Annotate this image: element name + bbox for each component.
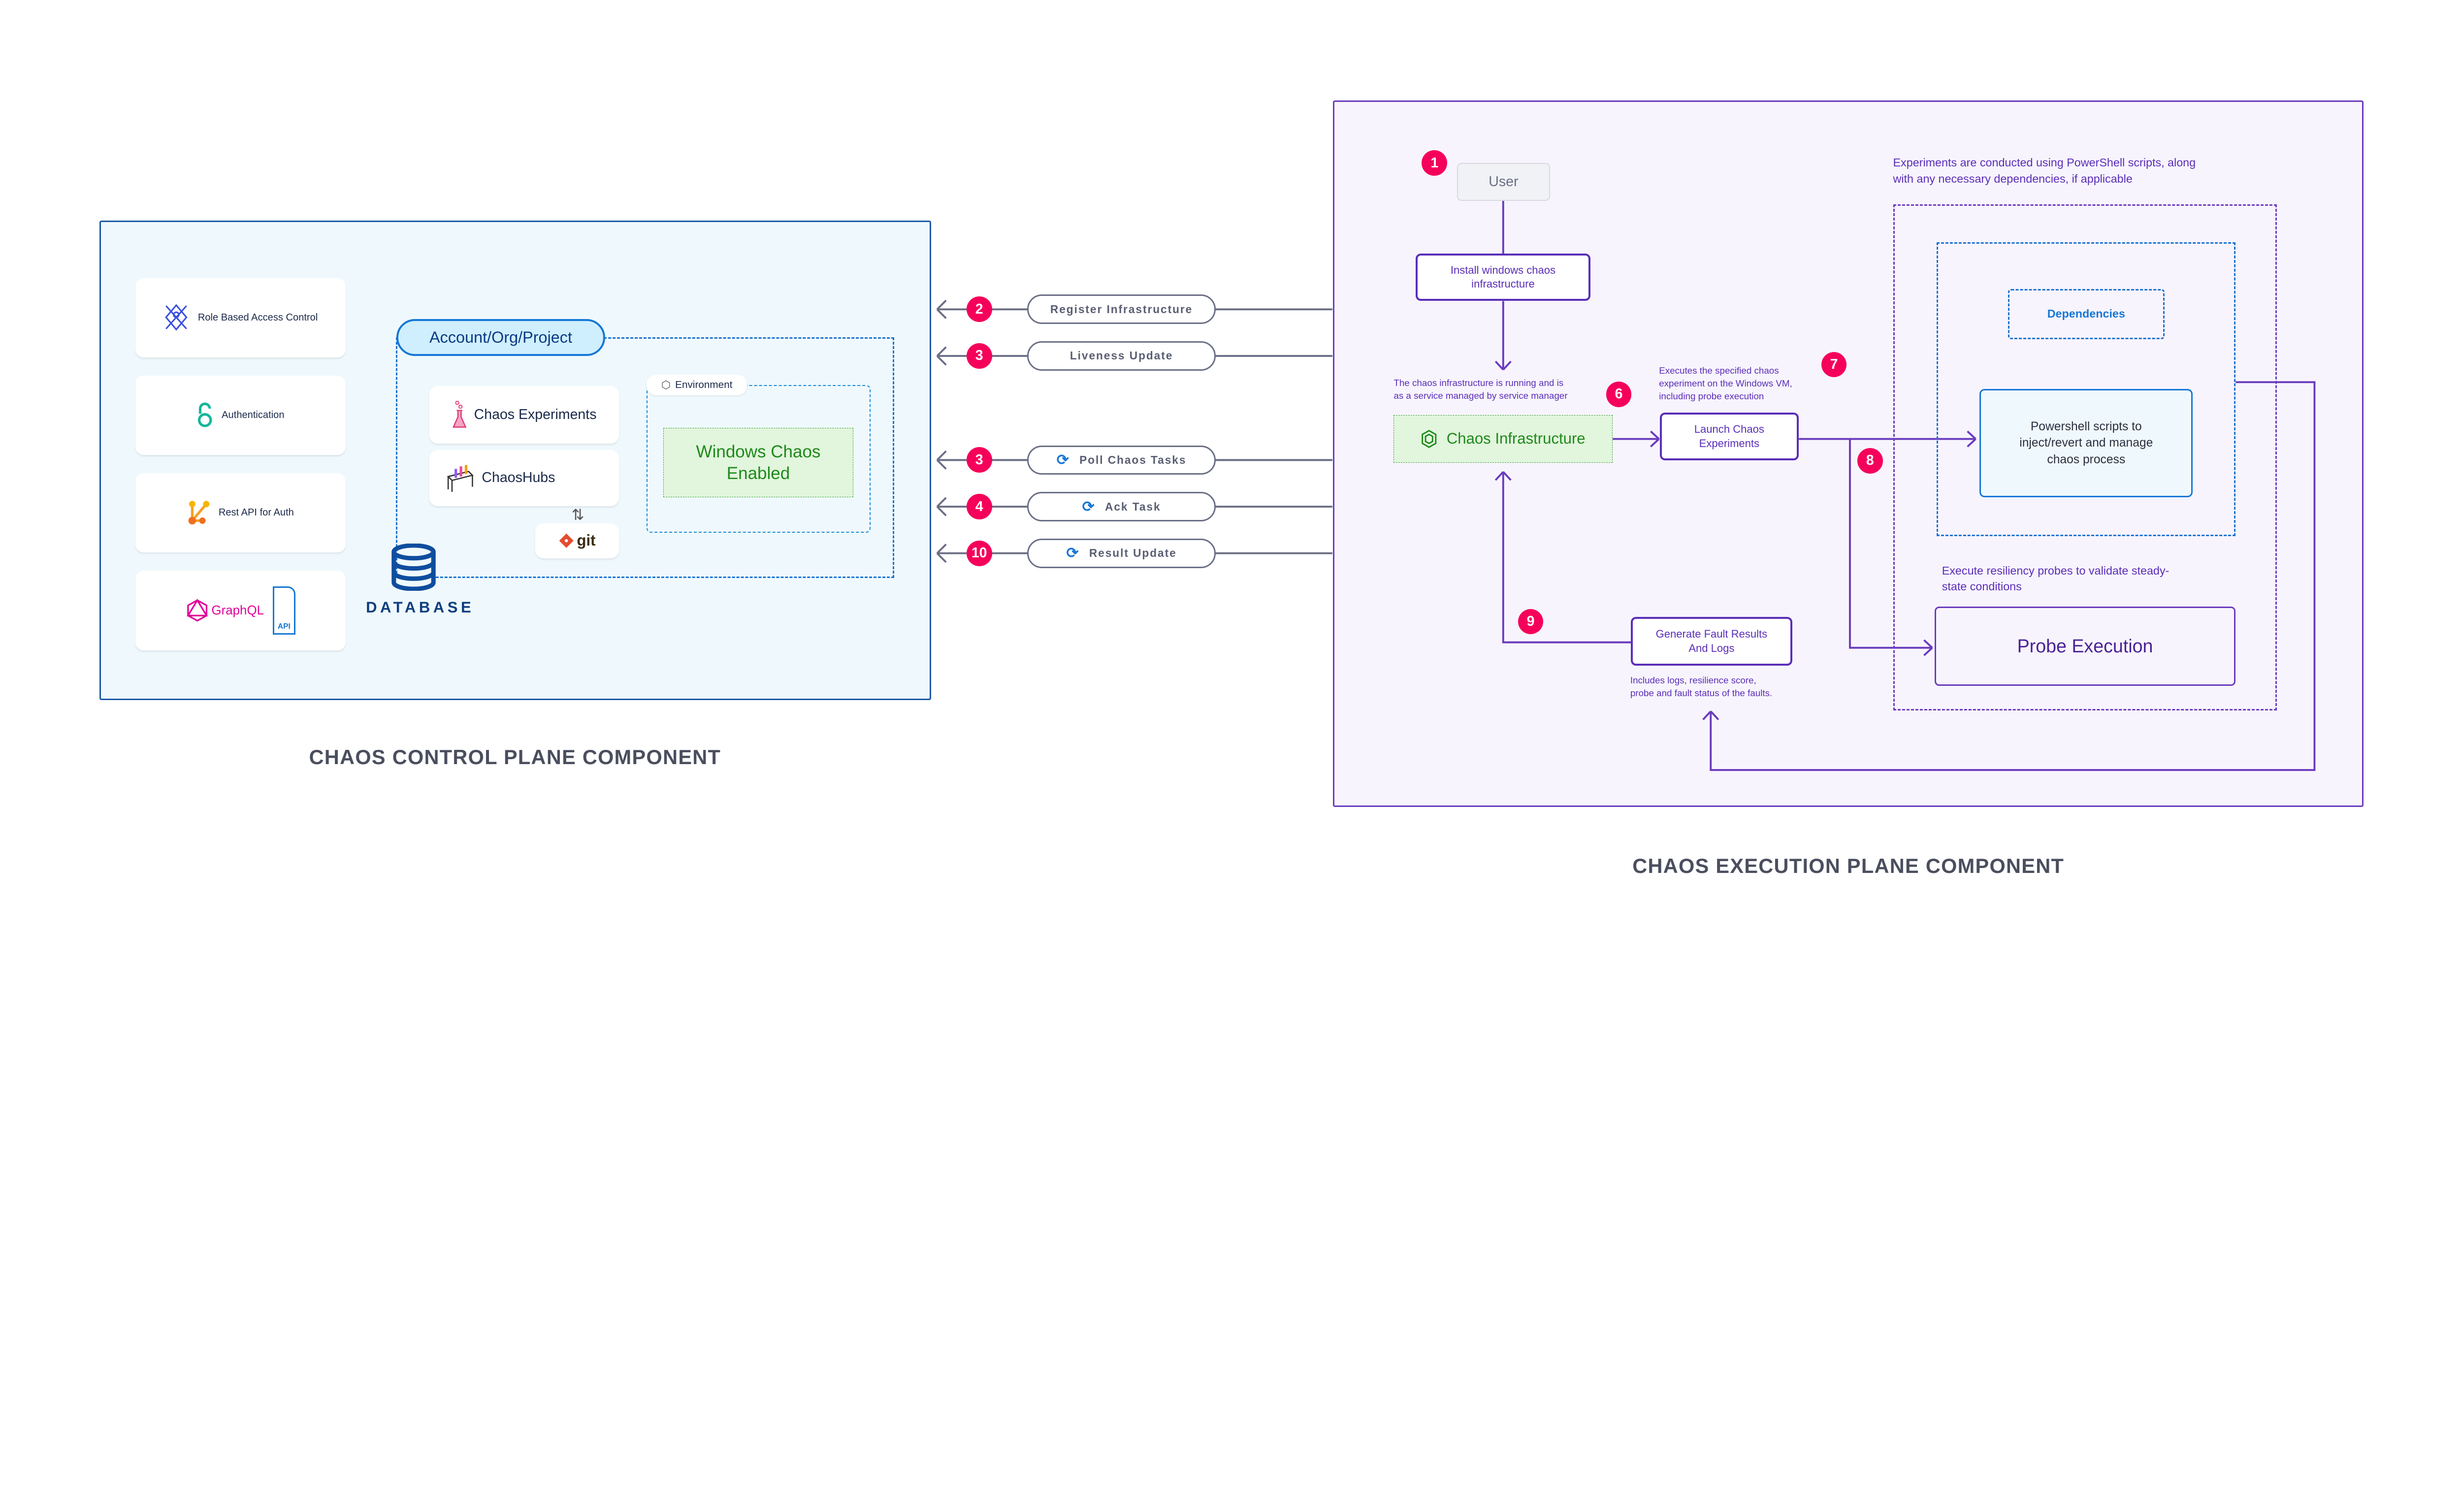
git-label: git xyxy=(577,532,596,549)
chaos-experiments-card: Chaos Experiments xyxy=(429,386,619,444)
note-line: Includes logs, resilience score, xyxy=(1630,675,1756,686)
note-line: as a service managed by service manager xyxy=(1393,390,1568,401)
hexagon-icon xyxy=(1422,429,1437,448)
launch-experiments-box: Launch Chaos Experiments xyxy=(1659,413,1799,461)
open-lock-icon xyxy=(197,403,212,427)
card-label: Rest API for Auth xyxy=(218,507,294,518)
chaoshubs-card: ChaosHubs xyxy=(429,450,619,506)
note-line: state conditions xyxy=(1942,579,2022,593)
card-authentication: Authentication xyxy=(135,375,346,455)
windows-chaos-enabled: Windows Chaos Enabled xyxy=(663,427,853,498)
chaoshubs-label: ChaosHubs xyxy=(482,470,555,486)
step-badge: 2 xyxy=(966,296,992,322)
install-infrastructure-box: Install windows chaos infrastructure xyxy=(1416,254,1590,301)
generate-note: Includes logs, resilience score, probe a… xyxy=(1630,674,1772,700)
graphql-icon xyxy=(186,599,208,622)
message-label: Poll Chaos Tasks xyxy=(1079,453,1187,466)
card-label: Authentication xyxy=(222,409,285,420)
message-ack-task: ⟳ Ack Task xyxy=(1027,492,1216,521)
database-icon xyxy=(391,543,436,591)
environment-icon: ⬡ xyxy=(661,379,671,391)
chaoshub-icon xyxy=(447,465,474,492)
execution-flow-lines xyxy=(1494,200,2316,771)
probe-execution-box: Probe Execution xyxy=(1934,607,2236,686)
note-line: with any necessary dependencies, if appl… xyxy=(1893,172,2133,185)
infra-note: The chaos infrastructure is running and … xyxy=(1393,377,1567,402)
message-register-infrastructure: Register Infrastructure xyxy=(1027,294,1216,324)
environment-tag: ⬡ Environment xyxy=(647,375,747,396)
step-badge: 1 xyxy=(1422,150,1448,176)
message-label: Ack Task xyxy=(1105,500,1161,513)
dependencies-box: Dependencies xyxy=(2008,289,2165,339)
sync-icon: ⟳ xyxy=(1082,498,1096,515)
card-label: Role Based Access Control xyxy=(197,312,318,323)
message-label: Liveness Update xyxy=(1069,349,1173,362)
message-result-update: ⟳ Result Update xyxy=(1027,538,1216,568)
chaos-infrastructure-box: Chaos Infrastructure xyxy=(1393,415,1613,463)
step-badge: 6 xyxy=(1606,381,1632,407)
message-lines xyxy=(936,299,1332,563)
git-card: git xyxy=(535,523,619,559)
experiments-note: Experiments are conducted using PowerShe… xyxy=(1893,155,2196,187)
note-line: including probe execution xyxy=(1659,390,1764,401)
card-graphql: GraphQL API xyxy=(135,571,346,650)
scope-pill: Account/Org/Project xyxy=(396,319,605,356)
api-doc-icon: API xyxy=(273,586,295,635)
note-line: The chaos infrastructure is running and … xyxy=(1393,378,1564,388)
flask-icon xyxy=(453,401,467,428)
step-badge: 7 xyxy=(1821,352,1847,378)
user-box: User xyxy=(1457,163,1551,201)
card-label: GraphQL xyxy=(211,603,264,617)
chaos-experiments-label: Chaos Experiments xyxy=(474,406,597,422)
control-plane-title: CHAOS CONTROL PLANE COMPONENT xyxy=(309,745,721,769)
step-badge: 3 xyxy=(966,343,992,369)
rest-api-icon xyxy=(188,501,210,525)
api-badge: API xyxy=(277,622,291,631)
launch-note: Executes the specified chaos experiment … xyxy=(1659,364,1792,403)
sync-icon: ⟳ xyxy=(1066,545,1080,562)
card-rbac: Role Based Access Control xyxy=(135,278,346,358)
step-badge: 8 xyxy=(1857,448,1883,474)
note-line: Executes the specified chaos xyxy=(1659,365,1779,376)
sync-arrows-icon: ⇅ xyxy=(571,506,584,524)
step-badge: 3 xyxy=(966,447,992,473)
message-label: Result Update xyxy=(1089,547,1177,560)
message-poll-chaos-tasks: ⟳ Poll Chaos Tasks xyxy=(1027,445,1216,475)
probe-note: Execute resiliency probes to validate st… xyxy=(1942,563,2170,595)
execution-plane-title: CHAOS EXECUTION PLANE COMPONENT xyxy=(1632,854,2065,877)
note-line: experiment on the Windows VM, xyxy=(1659,378,1792,388)
message-liveness-update: Liveness Update xyxy=(1027,341,1216,371)
environment-label: Environment xyxy=(675,379,733,391)
connectors xyxy=(936,200,2316,771)
sync-icon: ⟳ xyxy=(1056,451,1070,468)
note-line: Experiments are conducted using PowerShe… xyxy=(1893,156,2196,169)
step-badge: 9 xyxy=(1518,609,1544,635)
powershell-scripts-box: Powershell scripts to inject/revert and … xyxy=(1979,388,2193,498)
chaos-infrastructure-label: Chaos Infrastructure xyxy=(1446,430,1586,448)
experiment-scope-box xyxy=(1893,204,2277,710)
message-label: Register Infrastructure xyxy=(1050,302,1193,316)
git-icon xyxy=(559,533,574,548)
environment-box xyxy=(647,385,871,533)
note-line: probe and fault status of the faults. xyxy=(1630,688,1773,699)
note-line: Execute resiliency probes to validate st… xyxy=(1942,564,2170,577)
scope-dashed-box xyxy=(396,337,894,579)
generate-results-box: Generate Fault Results And Logs xyxy=(1631,617,1792,666)
step-badge: 4 xyxy=(966,494,992,519)
rbac-icon xyxy=(164,304,188,331)
step-badge: 10 xyxy=(966,540,992,566)
scripts-scope-box xyxy=(1937,242,2236,536)
database-label: DATABASE xyxy=(366,599,475,616)
card-rest-api: Rest API for Auth xyxy=(135,473,346,553)
